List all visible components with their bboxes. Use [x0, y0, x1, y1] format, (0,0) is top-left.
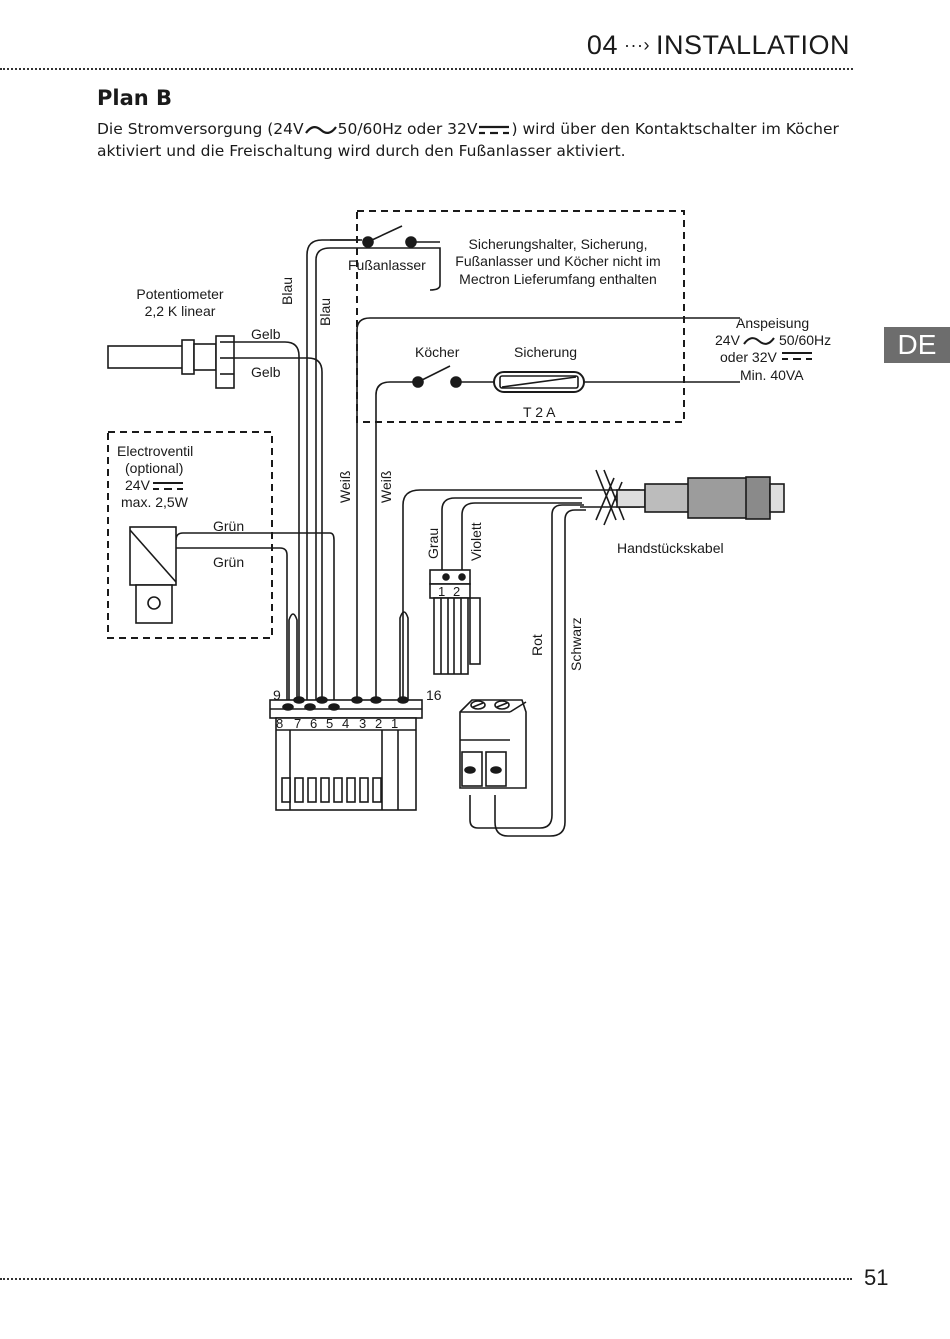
chapter-header: 04···›INSTALLATION: [587, 30, 850, 61]
dc-symbol-icon: [782, 352, 812, 360]
intro-text-line2: aktiviert und die Freischaltung wird dur…: [97, 142, 626, 160]
terminal-number: 8: [276, 716, 283, 731]
ac-symbol-icon: [304, 125, 337, 134]
terminal-number: 2: [375, 716, 382, 731]
label-anspeisung-24v: 24V: [715, 332, 741, 348]
connector-pin-number: 1: [438, 584, 445, 599]
two-pin-connector: [429, 569, 481, 675]
wire-violett: [461, 502, 582, 578]
terminal-number: 6: [310, 716, 317, 731]
chapter-title: INSTALLATION: [655, 30, 850, 60]
label-gelb-1: Gelb: [251, 326, 281, 342]
foot-switch-lever: [371, 225, 403, 241]
koecher-switch-lever: [421, 365, 451, 381]
electroventil-dashed-box: [107, 431, 273, 639]
page-number: 51: [864, 1265, 889, 1290]
koecher-contact-icon: [450, 376, 462, 388]
wire-grau: [441, 497, 582, 578]
note-line-2: Fußanlasser und Köcher nicht im: [455, 253, 660, 269]
wire-blau-1: [306, 239, 360, 700]
terminal-block: [269, 699, 423, 811]
label-weiss-2: Weiß: [378, 471, 394, 503]
chapter-number: 04: [586, 30, 618, 60]
label-anspeisung-min: Min. 40VA: [740, 367, 804, 383]
potentiometer-icon: [107, 335, 235, 389]
note-line-1: Sicherungshalter, Sicherung,: [469, 236, 648, 252]
wire-weiss-1: [356, 317, 740, 700]
wire-gruen-2: [176, 547, 288, 700]
wire-rot: [469, 504, 584, 829]
screw-terminal: [459, 699, 527, 789]
label-sicherung: Sicherung: [514, 344, 577, 360]
label-fussanlasser: Fußanlasser: [348, 257, 426, 273]
switch-contact-icon: [405, 236, 417, 248]
wire-gruen-1: [175, 532, 335, 700]
label-terminal-9: 9: [273, 687, 281, 703]
label-anspeisung-32v: oder 32V: [720, 349, 777, 365]
terminal-number: 3: [359, 716, 366, 731]
dc-symbol-icon: [153, 482, 183, 490]
terminal-number: 7: [294, 716, 301, 731]
terminal-number: 4: [342, 716, 349, 731]
label-schwarz: Schwarz: [568, 617, 584, 671]
footer-divider: [0, 1278, 852, 1280]
intro-text: Die Stromversorgung (24V 50/60Hz oder 32V…: [97, 118, 857, 162]
label-violett: Violett: [468, 522, 484, 561]
electroventil-icon: [129, 526, 177, 624]
terminal-number: 1: [391, 716, 398, 731]
note-line-3: Mectron Lieferumfang enthalten: [459, 271, 657, 287]
handpiece-connector-icon: [616, 476, 785, 520]
label-gruen-1: Grün: [213, 518, 244, 534]
language-tab[interactable]: DE: [884, 327, 950, 363]
electroventil-voltage: 24V: [125, 477, 151, 493]
dc-symbol-icon: [479, 125, 510, 134]
koecher-contact-icon: [412, 376, 424, 388]
switch-contact-icon: [362, 236, 374, 248]
wire-gelb-2: [234, 357, 323, 700]
terminal-number: 5: [326, 716, 333, 731]
label-blau-2: Blau: [317, 298, 333, 326]
label-blau-1: Blau: [279, 277, 295, 305]
supply-dashed-box: [356, 210, 685, 423]
terminal-pins: [282, 696, 409, 711]
intro-text-part2: 50/60Hz oder 32V: [337, 120, 478, 138]
label-anspeisung-hz: 50/60Hz: [779, 332, 831, 348]
dotted-arrow-icon: ···›: [623, 35, 650, 55]
label-handstueckskabel: Handstückskabel: [617, 540, 724, 556]
label-grau: Grau: [425, 528, 441, 559]
label-fuse-rating: T 2 A: [523, 404, 556, 420]
wire-schwarz: [494, 509, 586, 837]
wire-cable-outer: [402, 489, 580, 700]
wire-weiss-2: [375, 381, 418, 700]
connector-pin-number: 2: [453, 584, 460, 599]
label-gelb-2: Gelb: [251, 364, 281, 380]
label-koecher: Köcher: [415, 344, 460, 360]
label-anspeisung: Anspeisung: [736, 315, 809, 331]
section-title: Plan B: [97, 86, 173, 110]
potentiometer-label: Potentiometer: [136, 286, 223, 302]
intro-text-part3: ) wird über den Kontaktschalter im Köche…: [511, 120, 839, 138]
electroventil-power: max. 2,5W: [121, 494, 189, 510]
label-terminal-16: 16: [426, 687, 442, 703]
label-gruen-2: Grün: [213, 554, 244, 570]
ac-symbol-icon: [743, 337, 775, 345]
label-rot: Rot: [529, 634, 545, 656]
electroventil-title: Electroventil: [117, 443, 193, 459]
electroventil-optional: (optional): [125, 460, 183, 476]
wire-gelb-1: [234, 341, 300, 700]
label-weiss-1: Weiß: [337, 471, 353, 503]
intro-text-part1: Die Stromversorgung (24V: [97, 120, 304, 138]
wire-blau-2: [315, 247, 441, 700]
potentiometer-spec: 2,2 K linear: [145, 303, 216, 319]
header-divider: [0, 68, 853, 70]
